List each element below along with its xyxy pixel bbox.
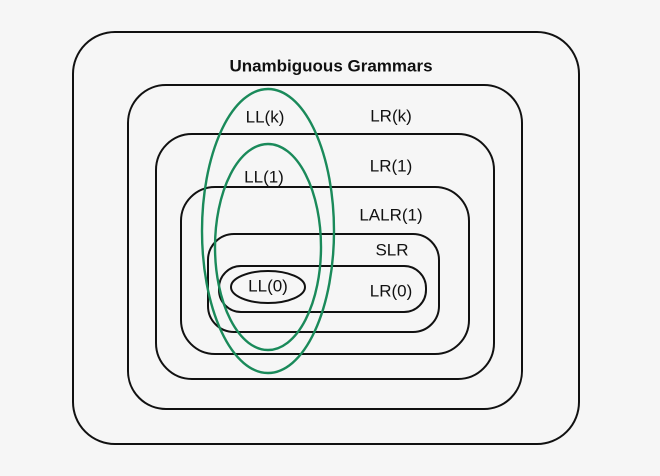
region-unambiguous-grammars [72, 31, 580, 445]
label-lr-1: LR(1) [370, 156, 413, 175]
region-lr-1 [155, 133, 495, 380]
region-ll-1 [213, 142, 323, 352]
label-ll-0: LL(0) [248, 276, 288, 295]
region-ll-0 [230, 270, 306, 304]
label-lalr-1: LALR(1) [359, 205, 422, 224]
region-ll-k [200, 87, 336, 375]
label-lr-0: LR(0) [370, 281, 413, 300]
label-lr-k: LR(k) [370, 106, 412, 125]
label-ll-k: LL(k) [246, 107, 285, 126]
region-slr [207, 233, 440, 333]
region-lr-k [127, 84, 523, 410]
label-unambiguous-grammars: Unambiguous Grammars [229, 56, 432, 75]
label-slr: SLR [375, 240, 408, 259]
label-ll-1: LL(1) [244, 167, 284, 186]
region-lalr-1 [180, 186, 470, 355]
